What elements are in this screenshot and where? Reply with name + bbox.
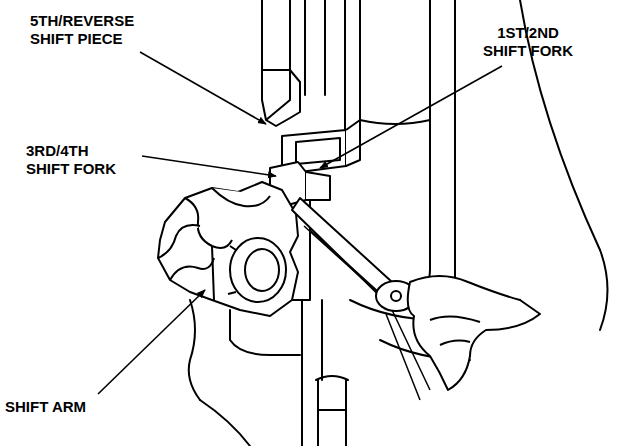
tool-and-hand-part [440, 341, 470, 345]
shift-arm-part [212, 188, 270, 206]
part-label: 3RD/4TH SHIFT FORK [26, 142, 126, 178]
housing-part [359, 0, 361, 120]
housing-part [318, 409, 346, 411]
leader-line [140, 52, 266, 124]
housing-part [324, 0, 326, 95]
tool-and-hand-part [304, 226, 386, 300]
leader-lines [98, 52, 502, 394]
housing-part [261, 0, 263, 70]
housing-part [289, 0, 291, 70]
housing-part [360, 120, 430, 124]
part-label: 1ST/2ND SHIFT FORK [478, 24, 578, 60]
shift-arm-part [158, 182, 298, 316]
tool-and-hand-part [391, 291, 401, 301]
housing-part [454, 0, 456, 290]
leader-line [320, 66, 502, 168]
shift-arm-part [228, 246, 236, 294]
leader-line [98, 290, 205, 394]
housing-part [600, 250, 608, 330]
housing-part [301, 300, 303, 446]
shift-arm-part [212, 246, 214, 300]
housing-part [345, 380, 347, 446]
tool-and-hand [292, 198, 540, 400]
shift-forks-part [346, 120, 360, 166]
shift-arm-part [170, 258, 214, 280]
shift-arm-part [245, 249, 279, 291]
tool-and-hand-part [292, 198, 392, 296]
shift-forks-part [306, 172, 330, 200]
part-label: SHIFT ARM [5, 398, 155, 416]
shift-arm-part [158, 225, 200, 258]
housing-part [321, 300, 323, 380]
housing-part [189, 300, 200, 400]
shift-arm-part [185, 198, 232, 248]
housing-part [200, 400, 250, 446]
shift-arm [158, 182, 298, 316]
housing-part [316, 376, 348, 380]
housing-part [344, 0, 346, 140]
housing-part [405, 0, 430, 296]
housing-part [230, 310, 300, 355]
tool-and-hand-part [430, 316, 480, 322]
housing-part [304, 0, 306, 95]
tool-and-hand-part [408, 276, 540, 390]
shift-arm-part [230, 238, 286, 302]
tool-and-hand-part [386, 310, 430, 400]
shift-forks-part [266, 70, 290, 120]
housing-part [317, 380, 319, 446]
shift-forks-part [262, 70, 300, 126]
leader-line [142, 156, 276, 176]
part-label: 5TH/REVERSE SHIFT PIECE [30, 12, 155, 48]
